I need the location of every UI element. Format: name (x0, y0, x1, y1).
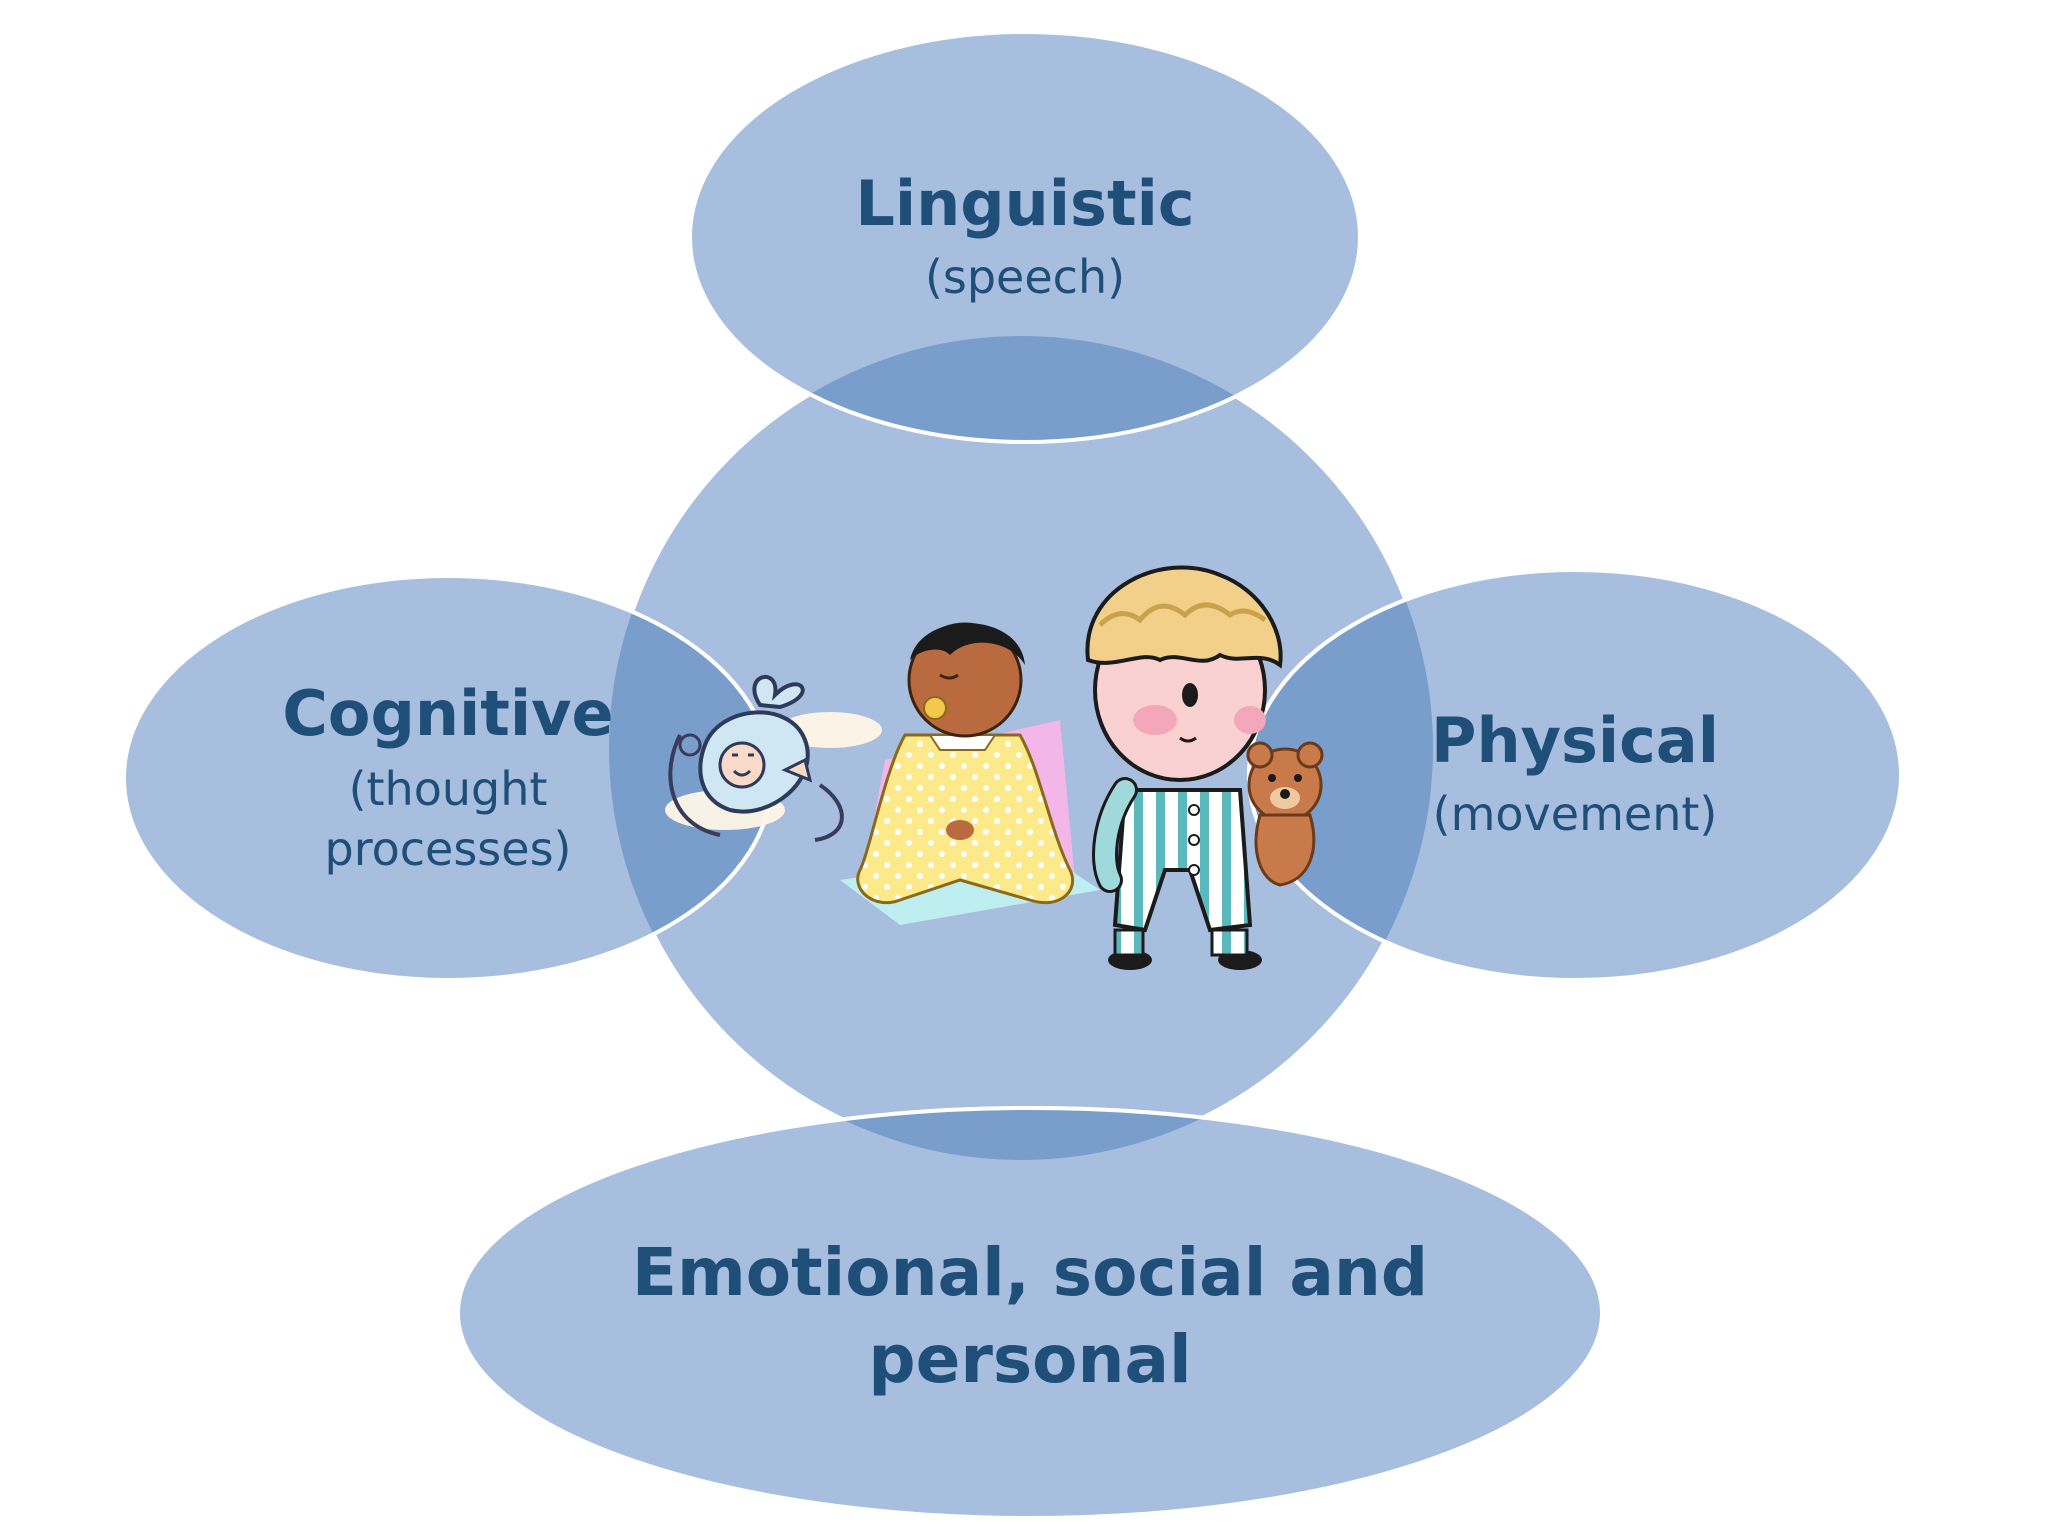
physical-label: Physical (movement) (1431, 704, 1719, 841)
sitting-baby-with-pacifier-icon (840, 622, 1100, 925)
physical-title: Physical (1431, 704, 1719, 777)
linguistic-title: Linguistic (855, 167, 1194, 240)
physical-subtitle: (movement) (1433, 787, 1718, 841)
cognitive-subtitle-line-1: (thought (349, 762, 548, 816)
emotional-title-line-1: Emotional, social and (632, 1234, 1428, 1311)
cognitive-subtitle-line-2: processes) (325, 822, 572, 876)
emotional-label: Emotional, social and personal (632, 1234, 1428, 1398)
linguistic-subtitle: (speech) (925, 250, 1125, 304)
cognitive-title: Cognitive (282, 677, 613, 750)
boy-with-teddy-bear-icon (1085, 565, 1324, 970)
linguistic-label: Linguistic (speech) (855, 167, 1194, 304)
emotional-title-line-2: personal (868, 1321, 1191, 1398)
stork-bundle-baby-icon (665, 675, 882, 842)
emotional-ellipse (456, 1106, 1604, 1520)
cognitive-label: Cognitive (thought processes) (282, 677, 613, 876)
